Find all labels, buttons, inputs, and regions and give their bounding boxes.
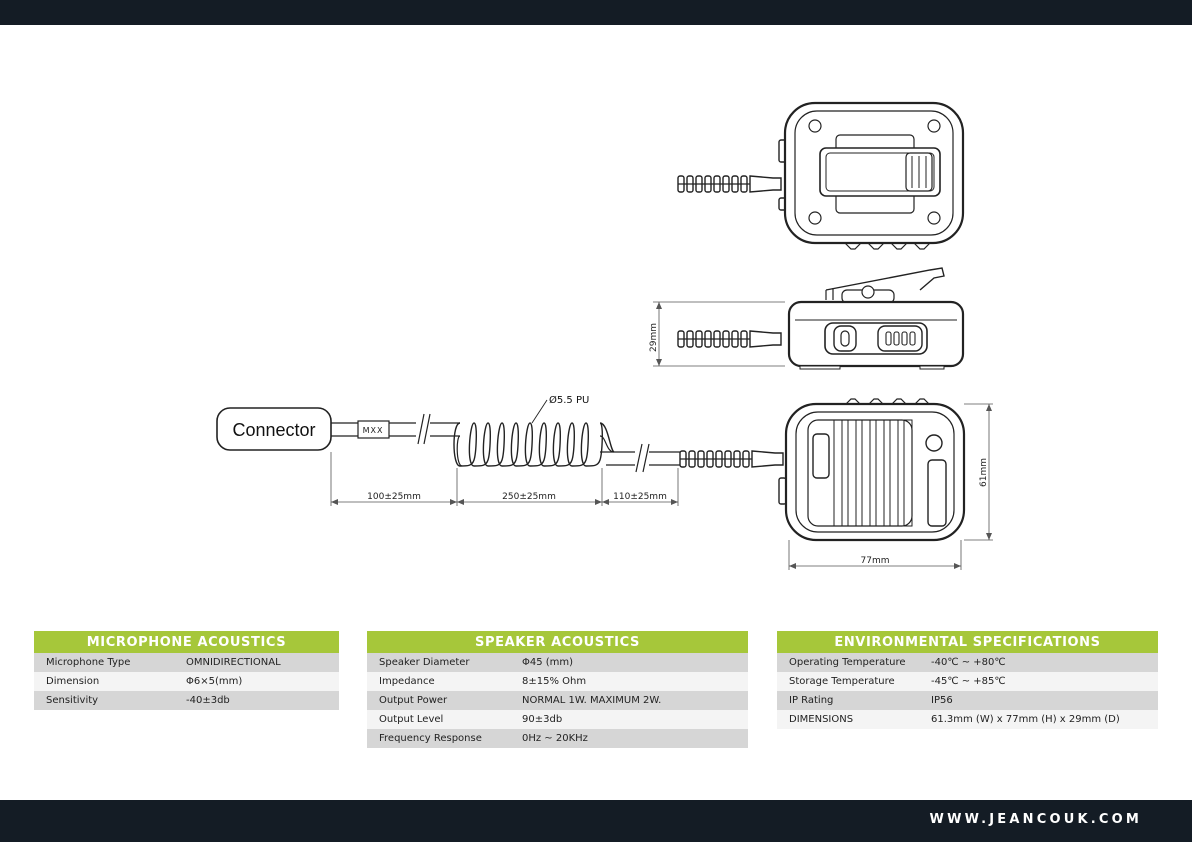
- connector-tag: MXX: [363, 426, 384, 435]
- row-value: 90±3db: [522, 714, 563, 725]
- row-value: NORMAL 1W. MAXIMUM 2W.: [522, 695, 662, 706]
- environmental-specifications-table: ENVIRONMENTAL SPECIFICATIONS Operating T…: [777, 631, 1158, 729]
- table-row: Microphone Type OMNIDIRECTIONAL: [34, 653, 339, 672]
- table-row: Dimension Φ6×5(mm): [34, 672, 339, 691]
- row-label: Frequency Response: [379, 733, 482, 744]
- connector-label: Connector: [232, 420, 315, 440]
- row-value: OMNIDIRECTIONAL: [186, 657, 281, 668]
- row-label: Microphone Type: [46, 657, 131, 668]
- table-row: DIMENSIONS 61.3mm (W) x 77mm (H) x 29mm (…: [777, 710, 1158, 729]
- environmental-specifications-title: ENVIRONMENTAL SPECIFICATIONS: [777, 631, 1158, 653]
- row-label: Dimension: [46, 676, 100, 687]
- depth-dimension: 29mm: [649, 323, 659, 352]
- row-label: Speaker Diameter: [379, 657, 470, 668]
- bottom-bar: WWW.JEANCOUK.COM: [0, 800, 1192, 842]
- top-view: [677, 101, 965, 250]
- side-view: 29mm: [649, 267, 965, 370]
- table-row: Impedance 8±15% Ohm: [367, 672, 748, 691]
- row-value: -45℃ ~ +85℃: [931, 676, 1006, 687]
- row-label: Impedance: [379, 676, 435, 687]
- top-bar: [0, 0, 1192, 25]
- row-value: -40℃ ~ +80℃: [931, 657, 1006, 668]
- coil-length: 250±25mm: [502, 492, 556, 502]
- table-row: Frequency Response 0Hz ~ 20KHz: [367, 729, 748, 748]
- row-label: Sensitivity: [46, 695, 99, 706]
- front-view: Connector MXX Ø5.5 PU: [216, 394, 993, 570]
- row-value: IP56: [931, 695, 953, 706]
- row-value: -40±3db: [186, 695, 230, 706]
- microphone-acoustics-title: MICROPHONE ACOUSTICS: [34, 631, 339, 653]
- table-row: Sensitivity -40±3db: [34, 691, 339, 710]
- row-label: Storage Temperature: [789, 676, 895, 687]
- table-row: Speaker Diameter Φ45 (mm): [367, 653, 748, 672]
- cable-length-2: 110±25mm: [613, 492, 667, 502]
- microphone-acoustics-table: MICROPHONE ACOUSTICS Microphone Type OMNI…: [34, 631, 339, 710]
- table-row: Operating Temperature -40℃ ~ +80℃: [777, 653, 1158, 672]
- row-value: 61.3mm (W) x 77mm (H) x 29mm (D): [931, 714, 1120, 725]
- table-row: Output Level 90±3db: [367, 710, 748, 729]
- row-value: 8±15% Ohm: [522, 676, 587, 687]
- row-label: IP Rating: [789, 695, 834, 706]
- cable-length-1: 100±25mm: [367, 492, 421, 502]
- row-label: Operating Temperature: [789, 657, 906, 668]
- row-label: DIMENSIONS: [789, 714, 854, 725]
- width-dimension: 77mm: [861, 556, 890, 566]
- row-value: 0Hz ~ 20KHz: [522, 733, 588, 744]
- table-row: IP Rating IP56: [777, 691, 1158, 710]
- row-value: Φ45 (mm): [522, 657, 574, 668]
- website-link[interactable]: WWW.JEANCOUK.COM: [929, 812, 1142, 827]
- table-row: Storage Temperature -45℃ ~ +85℃: [777, 672, 1158, 691]
- table-row: Output Power NORMAL 1W. MAXIMUM 2W.: [367, 691, 748, 710]
- speaker-acoustics-table: SPEAKER ACOUSTICS Speaker Diameter Φ45 (m…: [367, 631, 748, 748]
- cable-label: Ø5.5 PU: [549, 394, 589, 406]
- height-dimension: 61mm: [979, 458, 989, 487]
- row-value: Φ6×5(mm): [186, 676, 243, 687]
- row-label: Output Level: [379, 714, 444, 725]
- speaker-acoustics-title: SPEAKER ACOUSTICS: [367, 631, 748, 653]
- row-label: Output Power: [379, 695, 448, 706]
